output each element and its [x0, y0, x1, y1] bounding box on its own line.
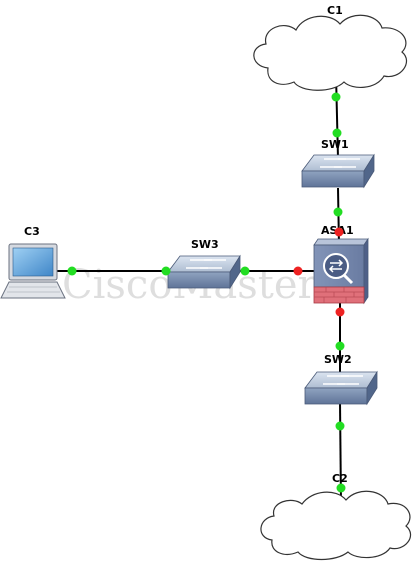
switch-top-face	[167, 255, 241, 273]
label-c1: C1	[327, 4, 343, 17]
status-dot-sw2-c2-b	[336, 483, 346, 493]
switch-front-face	[304, 387, 368, 405]
status-dot-asa1-sw2-a	[335, 307, 345, 317]
laptop-c3[interactable]	[0, 243, 66, 299]
firewall-top-face	[313, 238, 369, 246]
switch-sw1[interactable]	[301, 153, 375, 189]
label-c3: C3	[24, 225, 40, 238]
switch-front-face	[167, 271, 231, 289]
switch-arrows-icon	[320, 158, 360, 168]
status-dot-c1-sw1-a	[331, 92, 341, 102]
switch-sw2[interactable]	[304, 370, 378, 406]
cloud-icon	[253, 14, 408, 91]
status-dot-sw1-asa1-b	[334, 227, 344, 237]
cloud-icon	[260, 490, 412, 561]
laptop-screen	[12, 247, 54, 277]
label-sw1: SW1	[321, 138, 349, 151]
switch-side-face	[363, 153, 375, 189]
switch-front-face	[301, 170, 365, 188]
status-dot-asa1-sw2-b	[335, 341, 345, 351]
magnifier-icon	[323, 253, 354, 285]
status-dot-sw2-c2-a	[335, 421, 345, 431]
status-dot-sw3-asa1-b	[293, 266, 303, 276]
switch-sw3[interactable]	[167, 254, 241, 290]
switch-top-face	[301, 154, 375, 172]
status-dot-sw3-asa1-a	[240, 266, 250, 276]
switch-arrows-icon	[186, 259, 226, 269]
link-c1-sw1[interactable]	[335, 74, 339, 159]
status-dot-c1-sw1-b	[332, 128, 342, 138]
link-sw1-asa1[interactable]	[337, 187, 340, 247]
switch-top-face	[304, 371, 378, 389]
cloud-c1[interactable]	[253, 14, 408, 91]
status-dot-c3-sw3-a	[67, 266, 77, 276]
label-c2: C2	[332, 472, 348, 485]
laptop-keyboard-base	[0, 281, 66, 299]
labels-layer: C1 SW1 ASA1 SW2 C2 SW3 C3	[24, 4, 354, 485]
firewall-brick-band	[313, 286, 365, 304]
firewall-asa1[interactable]	[313, 237, 369, 305]
switch-side-face	[229, 254, 241, 290]
status-dot-c3-sw3-b	[161, 266, 171, 276]
status-dot-sw1-asa1-a	[333, 207, 343, 217]
label-sw2: SW2	[324, 353, 352, 366]
cloud-c2[interactable]	[260, 490, 412, 561]
interface-status-layer	[67, 92, 346, 493]
firewall-side-face	[363, 237, 369, 305]
label-sw3: SW3	[191, 238, 219, 251]
brick-pattern	[314, 287, 364, 303]
switch-side-face	[366, 370, 378, 406]
switch-arrows-icon	[323, 375, 363, 385]
